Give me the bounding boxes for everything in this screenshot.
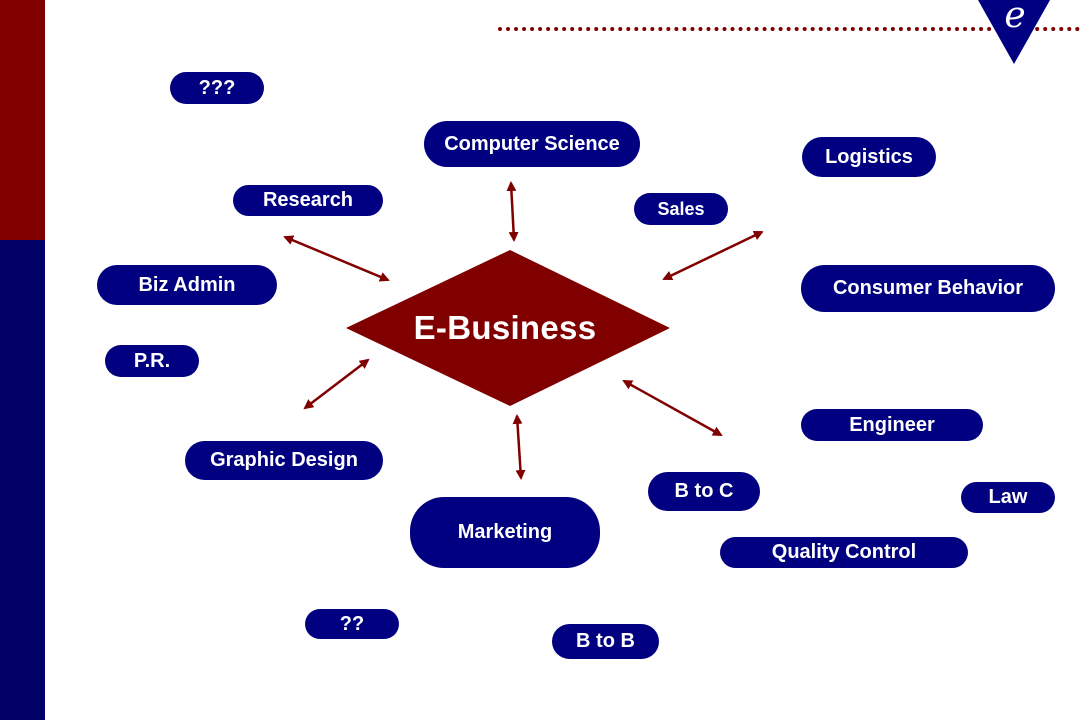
node-sales: Sales [634,193,728,225]
sidebar-maroon-block [0,0,45,240]
node-quality-control: Quality Control [720,537,968,568]
arrow-research [283,235,390,282]
node-consumer-behavior: Consumer Behavior [801,265,1055,312]
center-label: E-Business [413,309,597,346]
sidebar-navy-block [0,240,45,720]
node-biz-admin: Biz Admin [97,265,277,305]
node-engineer: Engineer [801,409,983,441]
node-unknown-2: ?? [305,609,399,639]
node-pr: P.R. [105,345,199,377]
arrow-graphic-design [303,358,370,410]
node-research: Research [233,185,383,216]
node-unknown-3: ??? [170,72,264,104]
diamond-shape [346,250,670,406]
node-marketing: Marketing [410,497,600,568]
arrow-marketing [512,414,526,480]
node-logistics: Logistics [802,137,936,177]
node-b-to-b: B to B [552,624,659,659]
node-law: Law [961,482,1055,513]
node-b-to-c: B to C [648,472,760,511]
logo-triangle-icon [978,0,1050,64]
arrow-engineer [622,379,723,437]
node-graphic-design: Graphic Design [185,441,383,480]
logo-letter: e [1004,0,1026,36]
node-computer-science: Computer Science [424,121,640,167]
center-diamond: E-Business [340,248,670,408]
dotted-divider [498,27,1080,31]
arrow-sales [662,230,764,281]
arrow-computer-science [506,181,519,242]
